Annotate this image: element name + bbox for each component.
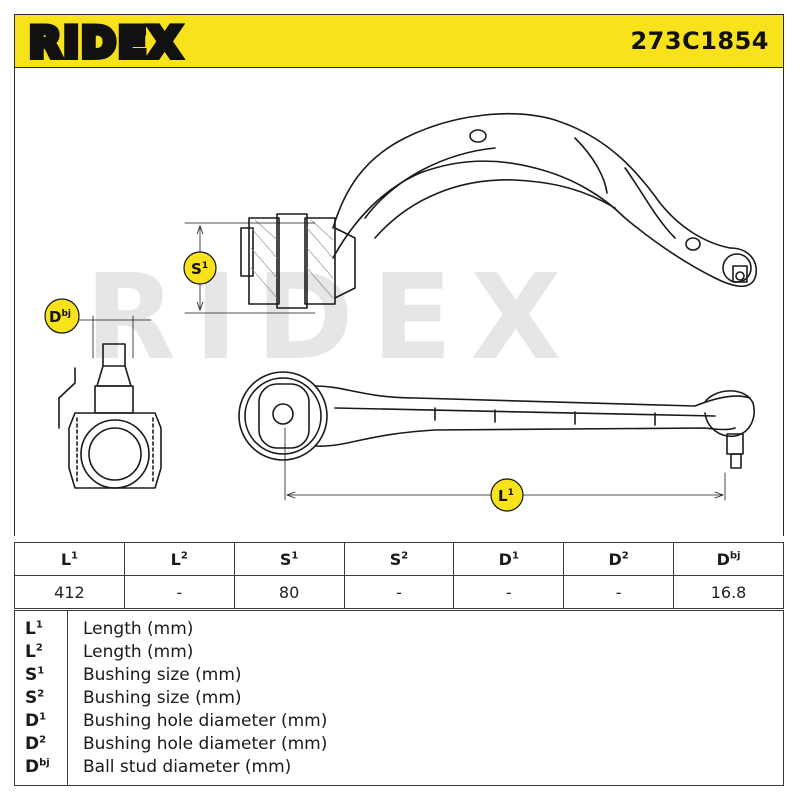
legend-text: Bushing size (mm)	[83, 688, 242, 708]
legend-text: Bushing hole diameter (mm)	[83, 734, 328, 754]
label-l1: L1	[490, 478, 524, 512]
legend-text: Ball stud diameter (mm)	[83, 757, 292, 777]
bushing-top-view	[240, 213, 356, 309]
label-dbj: Dbj	[44, 298, 80, 334]
svg-text:RIDEX: RIDEX	[29, 21, 183, 63]
value-d2: -	[563, 575, 675, 609]
legend-key: L2	[25, 642, 43, 662]
label-s1: S1	[183, 251, 217, 285]
legend-item: Dbj Ball stud diameter (mm)	[15, 757, 783, 779]
spec-table: L1 L2 S1 S2 D1 D2 Dbj 412 - 80 - - - 16.…	[14, 542, 784, 609]
header-d2: D2	[563, 542, 675, 576]
legend-item: S1 Bushing size (mm)	[15, 665, 783, 687]
legend-item: L2 Length (mm)	[15, 642, 783, 664]
header-dbj: Dbj	[673, 542, 784, 576]
legend-key: D1	[25, 711, 47, 731]
legend-text: Bushing hole diameter (mm)	[83, 711, 328, 731]
legend-text: Length (mm)	[83, 619, 194, 639]
ridex-logo: RIDEX RIDEX	[29, 21, 184, 63]
technical-drawing: RIDEX	[14, 68, 784, 536]
header-d1: D1	[453, 542, 565, 576]
control-arm-drawing: RIDEX	[44, 113, 757, 512]
arm-side-view	[238, 371, 755, 469]
header-l2: L2	[123, 542, 235, 576]
value-s1: 80	[233, 575, 345, 609]
legend: L1 Length (mm) L2 Length (mm) S1 Bushing…	[14, 610, 784, 786]
legend-text: Length (mm)	[83, 642, 194, 662]
value-l2: -	[123, 575, 235, 609]
value-d1: -	[453, 575, 565, 609]
watermark: RIDEX	[85, 248, 579, 386]
legend-item: D2 Bushing hole diameter (mm)	[15, 734, 783, 756]
spec-header-row: L1 L2 S1 S2 D1 D2 Dbj	[14, 542, 784, 576]
ball-joint-detail	[58, 343, 162, 489]
legend-item: L1 Length (mm)	[15, 619, 783, 641]
legend-key: S2	[25, 688, 45, 708]
header-bar: RIDEX RIDEX 273C1854	[14, 14, 784, 68]
legend-key: S1	[25, 665, 45, 685]
legend-divider	[67, 611, 68, 785]
legend-item: S2 Bushing size (mm)	[15, 688, 783, 710]
value-l1: 412	[14, 575, 125, 609]
header-s1: S1	[233, 542, 345, 576]
svg-text:S1: S1	[191, 260, 208, 278]
svg-text:RIDEX: RIDEX	[29, 21, 183, 63]
svg-text:L1: L1	[498, 487, 514, 505]
legend-key: L1	[25, 619, 43, 639]
header-l1: L1	[14, 542, 125, 576]
legend-item: D1 Bushing hole diameter (mm)	[15, 711, 783, 733]
value-dbj: 16.8	[673, 575, 784, 609]
spec-value-row: 412 - 80 - - - 16.8	[14, 575, 784, 609]
legend-key: Dbj	[25, 757, 50, 777]
part-number: 273C1854	[630, 27, 769, 55]
legend-text: Bushing size (mm)	[83, 665, 242, 685]
header-s2: S2	[343, 542, 455, 576]
value-s2: -	[343, 575, 455, 609]
arm-top-view	[332, 113, 757, 288]
legend-key: D2	[25, 734, 47, 754]
svg-text:Dbj: Dbj	[49, 308, 71, 326]
